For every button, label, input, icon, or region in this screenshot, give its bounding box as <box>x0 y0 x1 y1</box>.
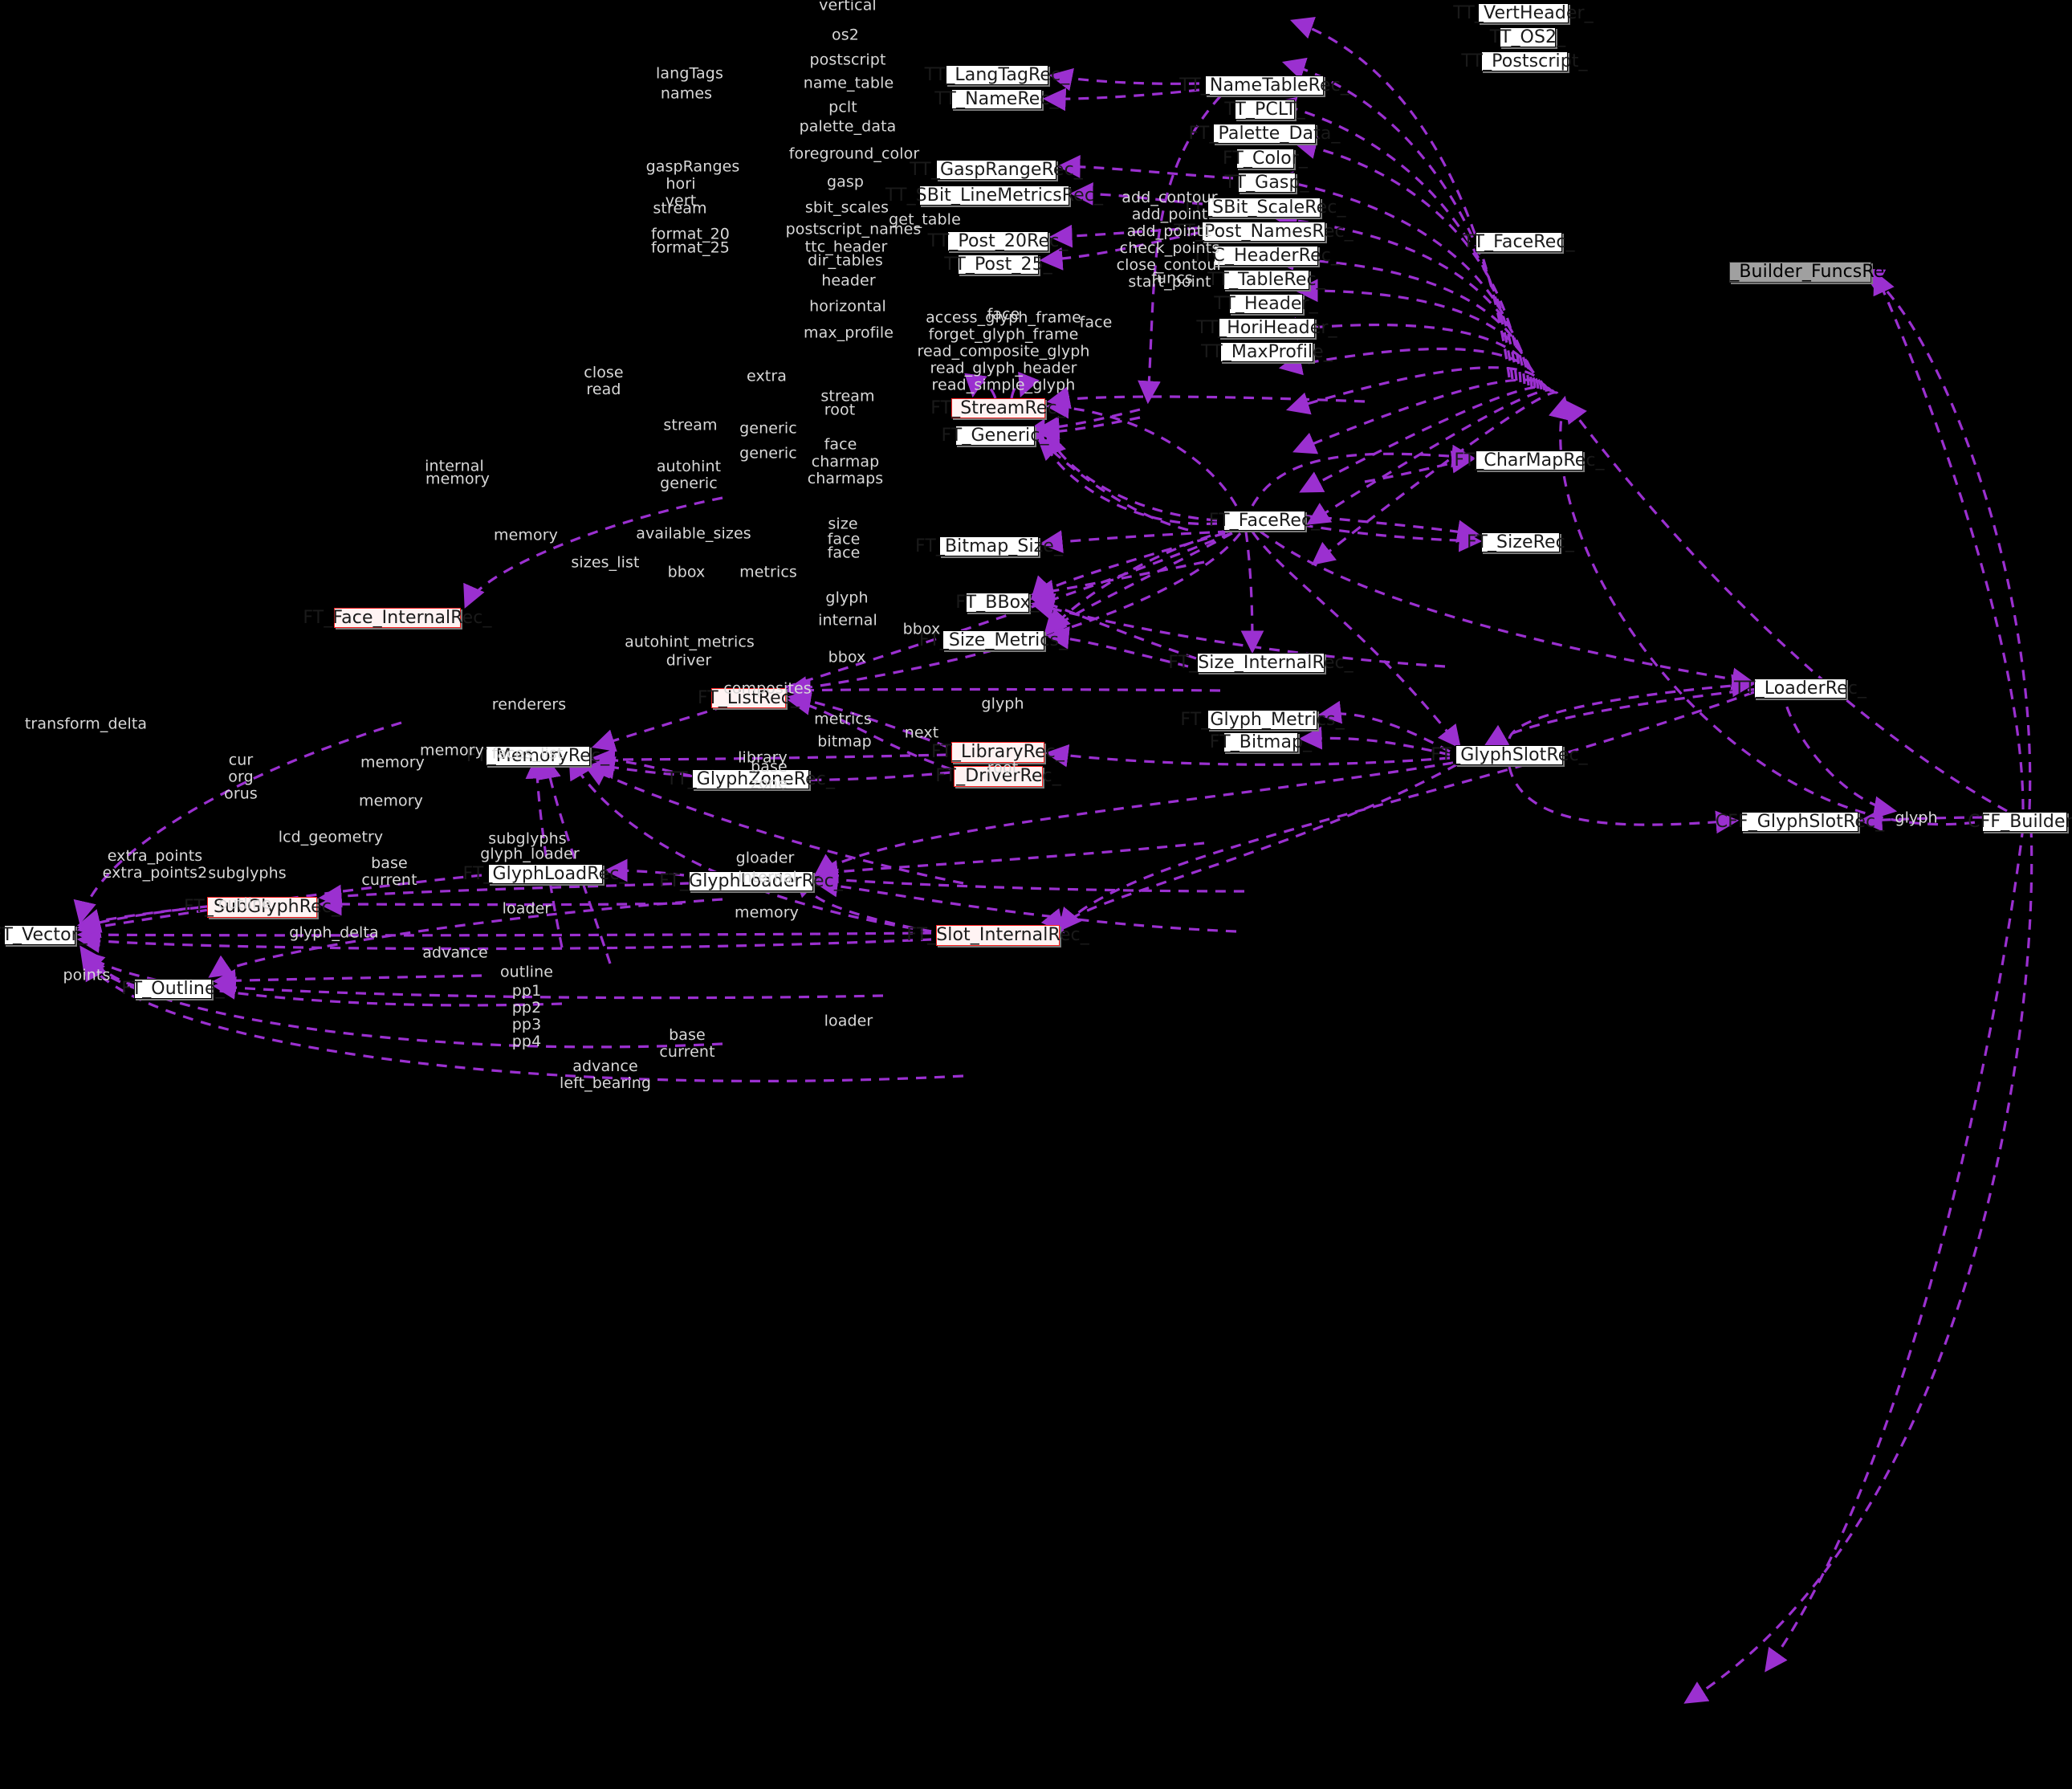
class-node-tt-maxprofile[interactable]: TT_MaxProfile_ <box>1201 341 1333 362</box>
class-node-cff-glyphslotrec[interactable]: CFF_GlyphSlotRec_ <box>1715 811 1885 832</box>
class-node-ft-charmaprec[interactable]: FT_CharMapRec_ <box>1454 450 1605 471</box>
class-node-ft-streamrec[interactable]: FT_StreamRec_ <box>930 397 1066 418</box>
class-node-ft-bitmap[interactable]: FT_Bitmap_ <box>1209 731 1313 752</box>
class-node-tt-post-25[interactable]: TT_Post_25_ <box>944 254 1052 275</box>
class-node-tt-gasprangerec[interactable]: TT_GaspRangeRec_ <box>910 159 1083 180</box>
class-node-ft-bitmap-size[interactable]: FT_Bitmap_Size_ <box>914 536 1064 556</box>
class-node-ft-size-metrics[interactable]: FT_Size_Metrics_ <box>918 630 1069 650</box>
class-node-ft-size-internalrec[interactable]: FT_Size_InternalRec_ <box>1168 652 1354 673</box>
class-node-tt-header[interactable]: TT_Header_ <box>1214 293 1318 314</box>
class-node-ft-bbox[interactable]: FT_BBox_ <box>955 592 1040 613</box>
class-node-ft-driverrec[interactable]: FT_DriverRec_ <box>935 766 1061 787</box>
class-node-ft-glyphloadrec[interactable]: FT_GlyphLoadRec_ <box>462 863 629 884</box>
class-node-ft-outline[interactable]: FT_Outline_ <box>121 978 225 999</box>
class-node-ft-libraryrec[interactable]: FT_LibraryRec_ <box>931 742 1064 763</box>
class-node-tt-facerec[interactable]: TT_FaceRec_ <box>1463 231 1575 252</box>
class-node-ft-face-internalrec[interactable]: FT_Face_InternalRec_ <box>303 607 492 628</box>
class-node-ft-listrec[interactable]: FT_ListRec_ <box>697 687 800 708</box>
class-node-tt-post-20rec[interactable]: TT_Post_20Rec_ <box>927 230 1069 251</box>
class-node-ft-glyphslotrec[interactable]: FT_GlyphSlotRec_ <box>1431 744 1588 765</box>
class-node-cff-builder-funcsrec[interactable]: CFF_Builder_FuncsRec_ <box>1697 262 1903 283</box>
class-node-cff-builder[interactable]: CFF_Builder_ <box>1968 811 2072 832</box>
class-node-ft-slot-internalrec[interactable]: FT_Slot_InternalRec_ <box>906 925 1089 946</box>
class-node-tt-vertheader[interactable]: TT_VertHeader_ <box>1453 2 1594 23</box>
class-node-tt-post-namesrec[interactable]: TT_Post_NamesRec_ <box>1174 221 1354 242</box>
class-node-tt-namerec[interactable]: TT_NameRec_ <box>934 88 1059 109</box>
class-node-tt-glyphzonerec[interactable]: TT_GlyphZoneRec_ <box>666 768 836 789</box>
class-node-tt-nametablerec[interactable]: TT_NameTableRec_ <box>1179 75 1349 96</box>
class-node-tt-os2[interactable]: TT_OS2_ <box>1489 26 1566 47</box>
class-node-ttc-headerrec[interactable]: TTC_HeaderRec_ <box>1192 245 1340 266</box>
class-node-ft-vector[interactable]: FT_Vector_ <box>0 924 88 945</box>
class-node-tt-gasp[interactable]: TT_Gasp_ <box>1224 172 1309 193</box>
class-node-tt-horiheader[interactable]: TT_HoriHeader_ <box>1196 317 1337 338</box>
class-node-ft-palette-data[interactable]: FT_Palette_Data_ <box>1188 123 1341 144</box>
class-node-tt-sbit-scalerec[interactable]: TT_SBit_ScaleRec_ <box>1182 197 1346 218</box>
class-node-tt-sbit-linemetricsrec[interactable]: TT_SBit_LineMetricsRec_ <box>885 185 1104 206</box>
class-node-ft-color[interactable]: FT_Color_ <box>1222 148 1309 169</box>
class-node-ft-glyphloaderrec[interactable]: FT_GlyphLoaderRec_ <box>659 870 843 891</box>
class-node-tt-postscript[interactable]: TT_Postscript_ <box>1461 51 1588 71</box>
class-node-tt-tablerec[interactable]: TT_TableRec_ <box>1207 269 1325 290</box>
class-node-ft-facerec[interactable]: FT_FaceRec_ <box>1208 510 1321 531</box>
class-node-ft-generic[interactable]: FT_Generic_ <box>941 425 1049 446</box>
class-node-tt-langtagrec[interactable]: TT_LangTagRec_ <box>924 64 1070 85</box>
class-node-tt-loaderrec[interactable]: TT_LoaderRec_ <box>1733 678 1867 699</box>
class-node-ft-subglyphrec[interactable]: FT_SubGlyphRec_ <box>183 897 341 918</box>
class-node-tt-pclt[interactable]: TT_PCLT_ <box>1224 99 1305 120</box>
class-node-ft-glyph-metrics[interactable]: FT_Glyph_Metrics_ <box>1180 709 1345 730</box>
class-node-ft-memoryrec[interactable]: FT_MemoryRec_ <box>466 745 610 766</box>
class-node-ft-sizerec[interactable]: FT_SizeRec_ <box>1467 532 1574 552</box>
